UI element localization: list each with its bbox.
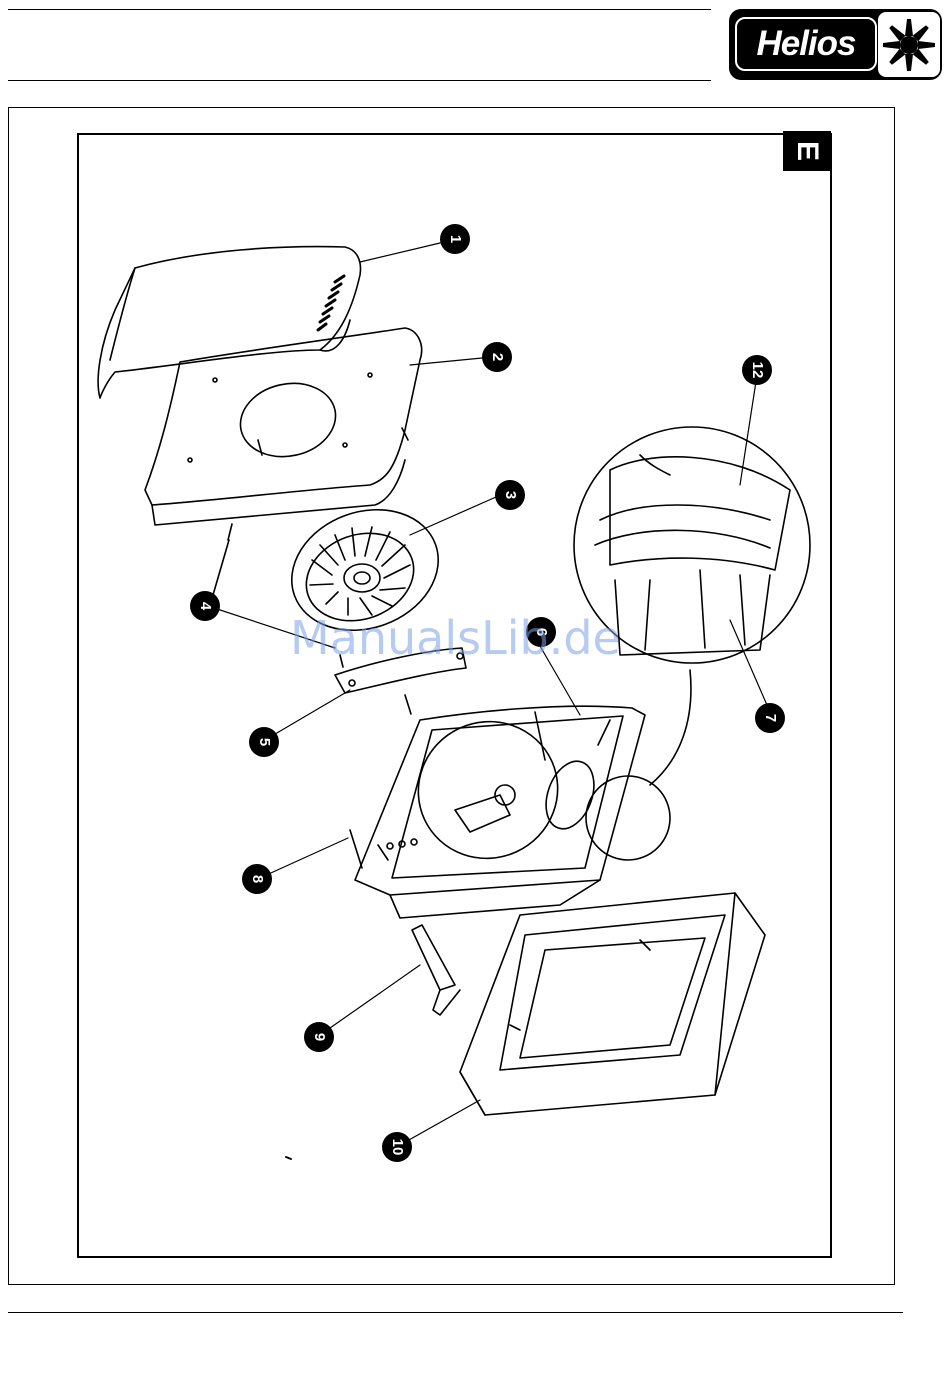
part-label-2: 2 [482, 342, 512, 372]
stray-mark [286, 1157, 291, 1159]
part-label-7: 7 [755, 703, 785, 733]
fan-housing [355, 699, 645, 918]
front-cover [98, 247, 360, 398]
watermark: ManualsLib.de [290, 608, 670, 668]
part-label-3: 3 [495, 480, 525, 510]
part-label-10: 10 [382, 1132, 412, 1162]
part-label-4: 4 [190, 591, 220, 621]
part-label-9: 9 [304, 1022, 334, 1052]
part-label-1: 1 [440, 224, 470, 254]
part-label-12: 12 [742, 355, 772, 385]
housing-screw [350, 830, 362, 868]
front-plate [145, 328, 422, 525]
part-label-8: 8 [242, 864, 272, 894]
shutter-rod [412, 925, 460, 1015]
leader-lines [205, 243, 770, 1145]
part-label-5: 5 [249, 727, 279, 757]
detail-callout-circle [586, 776, 670, 860]
detail-leader [650, 670, 691, 785]
wall-box [460, 893, 765, 1115]
